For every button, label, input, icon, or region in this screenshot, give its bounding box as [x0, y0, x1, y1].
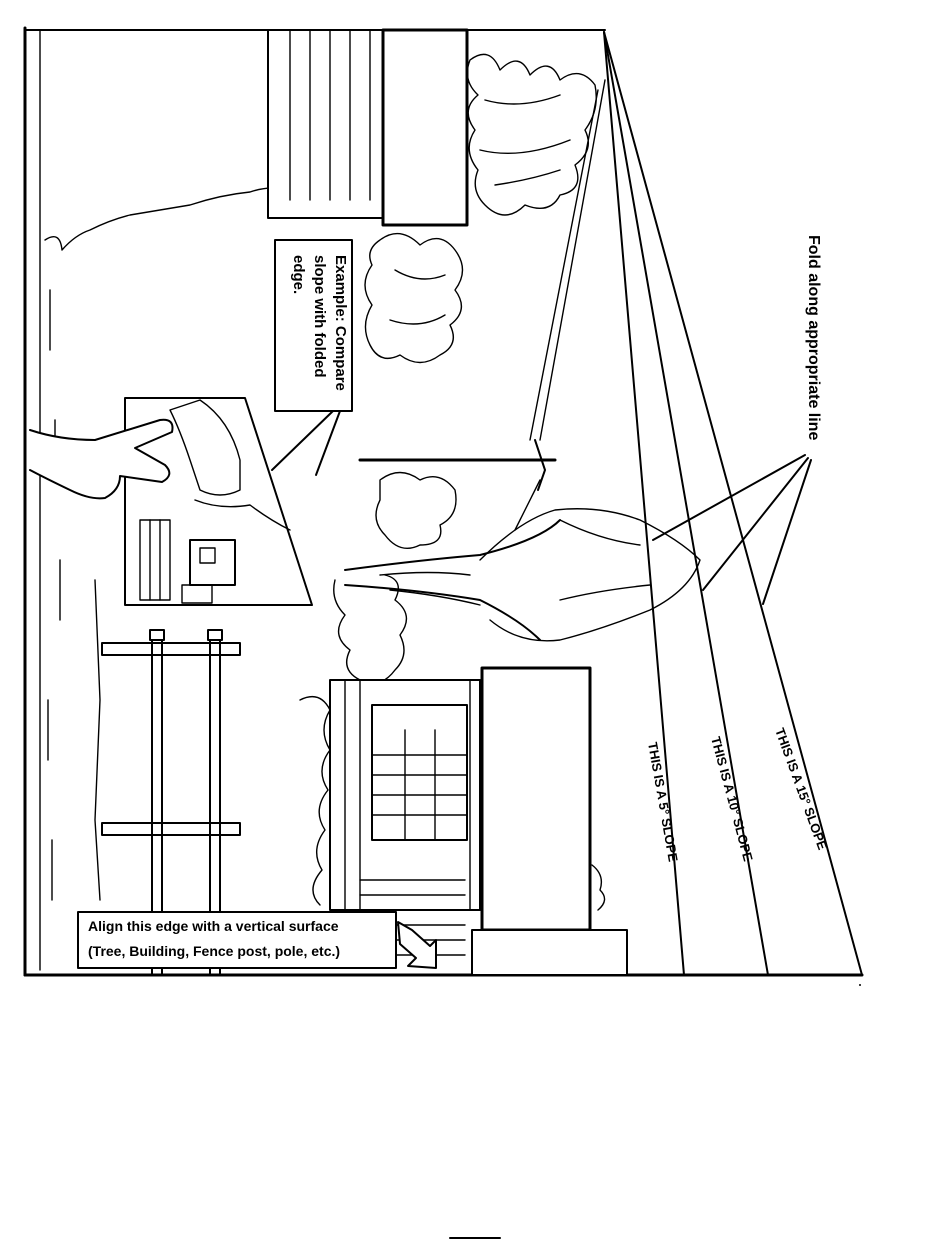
- slope-label-5: THIS IS A 5° SLOPE: [645, 741, 681, 863]
- fold-instruction: Fold along appropriate line: [805, 235, 822, 440]
- inset-example: [30, 398, 312, 605]
- align-callout: Align this edge with a vertical surface …: [78, 912, 436, 968]
- align-callout-line2: (Tree, Building, Fence post, pole, etc.): [88, 943, 340, 959]
- align-callout-line1: Align this edge with a vertical surface: [88, 918, 339, 934]
- example-callout-line2: slope with folded: [311, 255, 328, 378]
- slope-label-15: THIS IS A 15° SLOPE: [772, 726, 830, 852]
- example-callout-line3: edge.: [290, 255, 307, 294]
- fold-pointers: [653, 455, 811, 604]
- example-callout: Example: Compare slope with folded edge.: [272, 240, 352, 475]
- building-top: [268, 30, 467, 225]
- slope-label-10: THIS IS A 10° SLOPE: [708, 735, 756, 863]
- example-callout-line1: Example: Compare: [332, 255, 349, 391]
- tree-foliage-lower: [334, 473, 456, 684]
